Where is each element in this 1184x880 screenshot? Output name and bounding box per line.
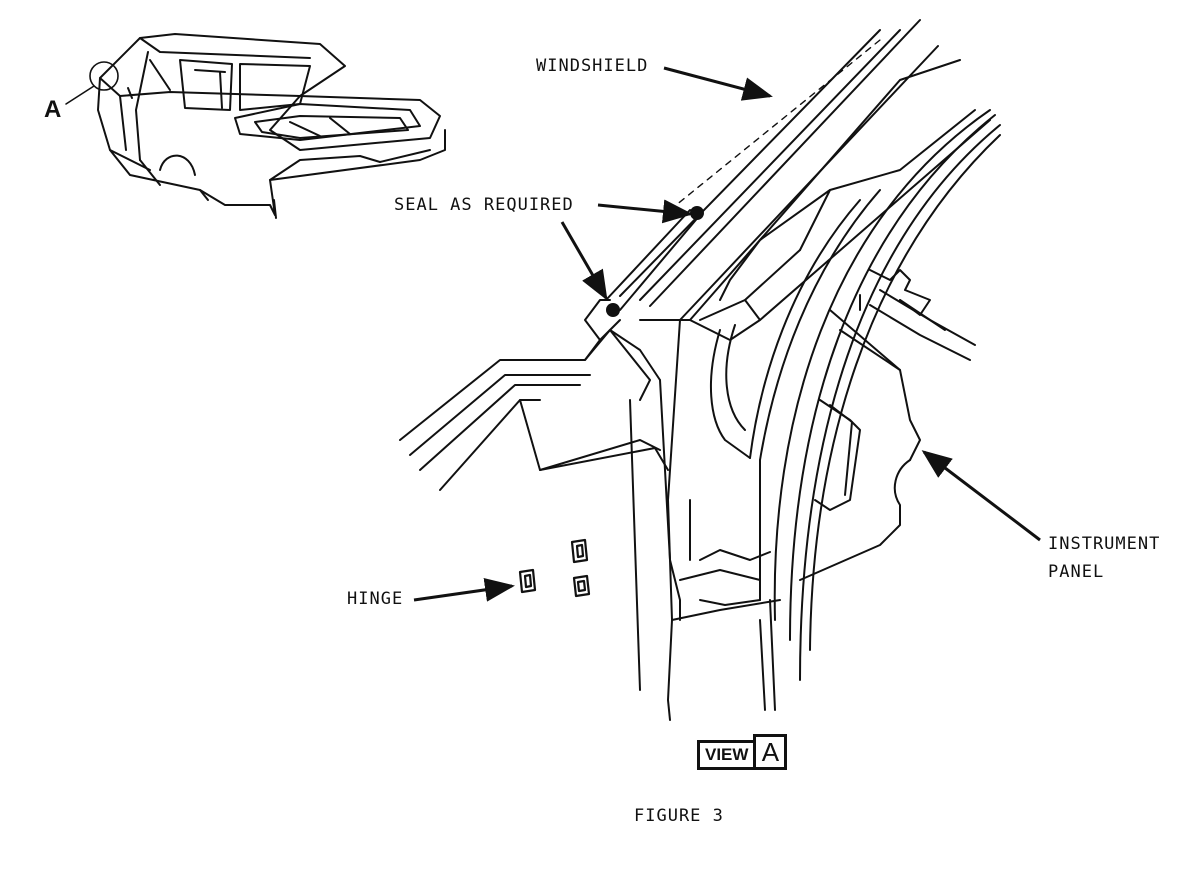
a-pillar-assembly <box>399 19 1001 721</box>
leader-arrows <box>413 66 1041 602</box>
detail-callout-label: A <box>44 96 62 123</box>
instrument-panel-label-line2: PANEL <box>1048 562 1105 582</box>
arrow-seal-lower <box>560 221 608 301</box>
car-body-thumbnail <box>65 33 446 219</box>
instrument-panel-label-line1: INSTRUMENT <box>1048 534 1161 554</box>
windshield-edge <box>619 29 881 297</box>
seal-bead-upper <box>690 206 704 220</box>
seal-bead-lower <box>606 303 620 317</box>
view-badge-letter: A <box>753 734 788 770</box>
seal-label: SEAL AS REQUIRED <box>394 195 574 215</box>
arrow-hinge <box>413 577 515 602</box>
view-badge: VIEW A <box>697 734 788 770</box>
arrow-windshield <box>663 66 773 101</box>
hinge-parts <box>518 538 591 598</box>
figure-caption: FIGURE 3 <box>634 806 724 826</box>
arrow-instrument <box>921 450 1041 542</box>
arrow-seal-upper <box>597 199 693 224</box>
view-badge-word: VIEW <box>697 740 754 770</box>
windshield-label: WINDSHIELD <box>536 56 649 76</box>
hinge-label: HINGE <box>347 589 404 609</box>
